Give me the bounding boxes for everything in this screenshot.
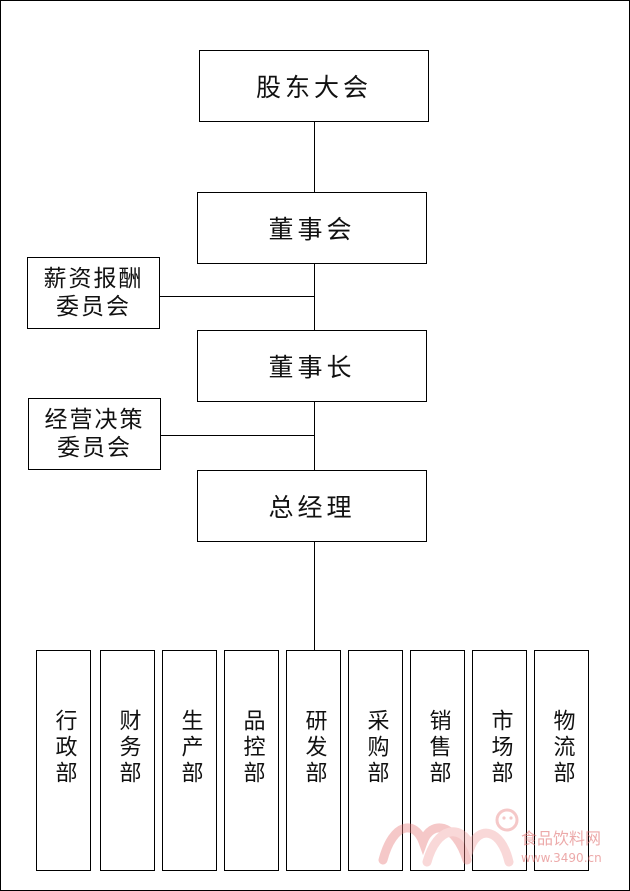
department-production-label: 生产部 (177, 709, 203, 787)
connector-manager-departments (314, 542, 315, 650)
department-purchasing-label: 采购部 (363, 709, 389, 787)
compensation-committee-line1: 薪资报酬 (43, 266, 144, 292)
watermark-url: www.3490.cn (521, 851, 602, 865)
department-rnd-box: 研发部 (286, 650, 341, 871)
watermark-mascot-icon (378, 808, 519, 867)
business-decision-committee-line1: 经营决策 (44, 407, 145, 433)
department-marketing-box: 市场部 (472, 650, 527, 871)
business-decision-committee-box: 经营决策 委员会 (28, 398, 161, 470)
department-finance-label: 财务部 (115, 709, 141, 787)
watermark-brand: 食品饮料网 (521, 829, 601, 848)
department-finance-box: 财务部 (100, 650, 155, 871)
department-rnd-label: 研发部 (301, 709, 327, 787)
board-of-directors-label: 董事会 (268, 215, 356, 244)
chairman-label: 董事长 (268, 353, 356, 382)
general-manager-box: 总经理 (197, 470, 427, 542)
department-sales-label: 销售部 (425, 709, 451, 787)
watermark-logo: 食品饮料网 www.3490.cn (378, 808, 602, 867)
department-quality-control-label: 品控部 (239, 709, 265, 787)
connector-shareholders-board (314, 121, 315, 192)
connector-business-committee (161, 435, 315, 436)
chairman-box: 董事长 (197, 330, 427, 402)
department-logistics-box: 物流部 (534, 650, 589, 871)
connector-board-chairman (314, 264, 315, 330)
department-quality-control-box: 品控部 (224, 650, 279, 871)
shareholders-meeting-label: 股东大会 (255, 73, 372, 102)
business-decision-committee-line2: 委员会 (57, 435, 132, 461)
shareholders-meeting-box: 股东大会 (199, 50, 429, 122)
compensation-committee-box: 薪资报酬 委员会 (27, 257, 160, 329)
department-admin-label: 行政部 (51, 709, 77, 787)
board-of-directors-box: 董事会 (197, 192, 427, 264)
compensation-committee-line2: 委员会 (56, 294, 131, 320)
department-logistics-label: 物流部 (549, 709, 575, 787)
department-production-box: 生产部 (162, 650, 217, 871)
department-sales-box: 销售部 (410, 650, 465, 871)
department-marketing-label: 市场部 (487, 709, 513, 787)
department-admin-box: 行政部 (36, 650, 91, 871)
connector-compensation-committee (159, 296, 315, 297)
connector-chairman-manager (314, 402, 315, 470)
general-manager-label: 总经理 (268, 493, 356, 522)
department-purchasing-box: 采购部 (348, 650, 403, 871)
